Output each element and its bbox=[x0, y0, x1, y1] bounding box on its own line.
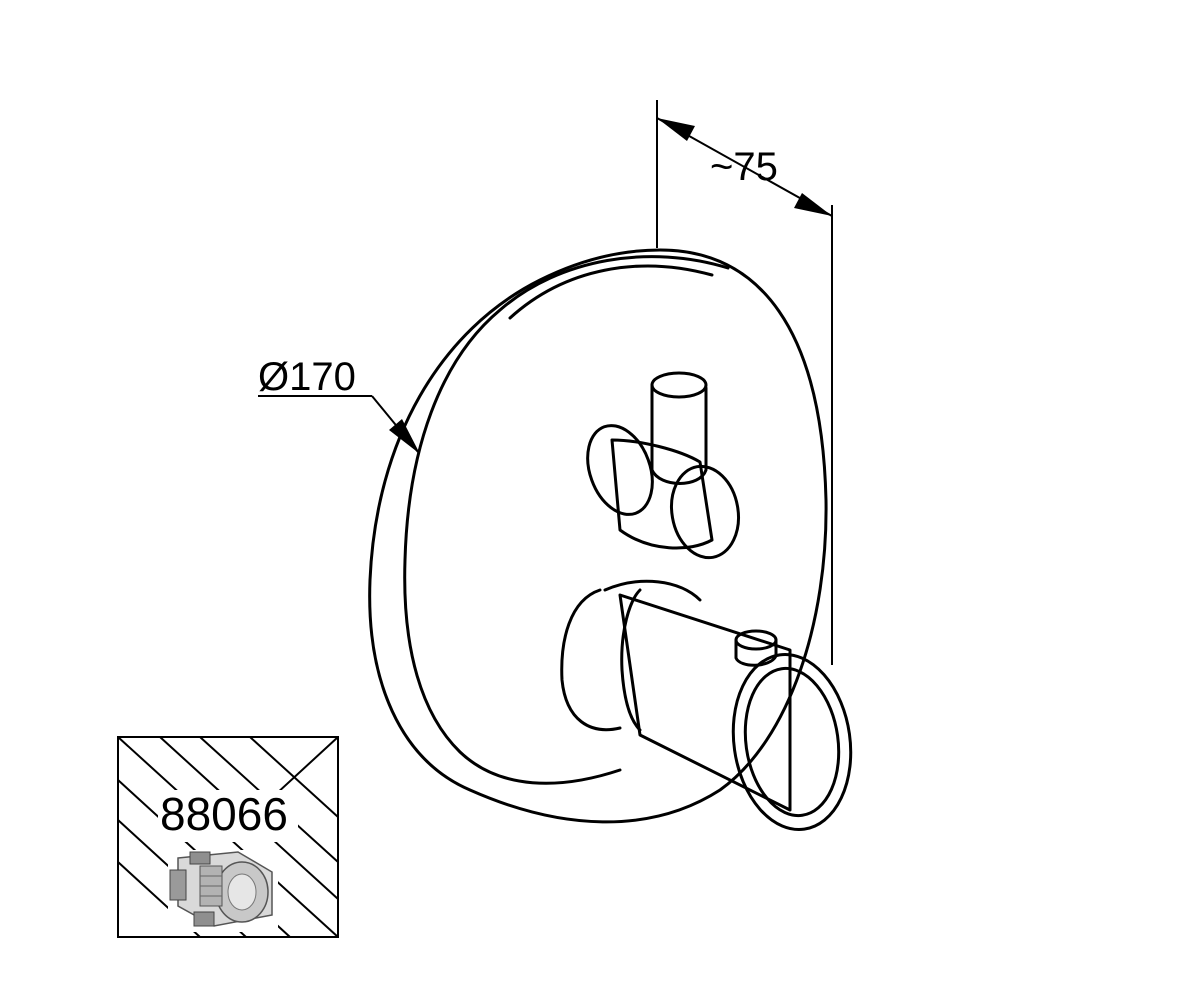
depth-dimension: ~75 bbox=[656, 100, 833, 665]
thermostat-body bbox=[618, 593, 792, 812]
thermostat-ring bbox=[620, 588, 642, 732]
diverter-lever-stem bbox=[650, 383, 708, 485]
part-number-label: 88066 bbox=[160, 788, 288, 840]
diverter-end-face bbox=[670, 464, 740, 560]
part-number-backing bbox=[158, 790, 298, 842]
safety-stop-button-side bbox=[734, 638, 778, 667]
thermostat-collar bbox=[560, 588, 622, 732]
inset-box: 88066 bbox=[117, 736, 339, 938]
depth-arrow-left bbox=[657, 118, 695, 141]
thermostat-collar-top bbox=[603, 579, 702, 602]
rough-in-valve-image bbox=[168, 850, 278, 932]
thermostat-end-outer bbox=[731, 652, 853, 832]
depth-arrow-right bbox=[794, 193, 832, 216]
thermostat-handle bbox=[560, 579, 853, 832]
diameter-label: Ø170 bbox=[258, 355, 356, 399]
plate-outer-edge bbox=[368, 248, 828, 824]
plate-rim-highlight bbox=[508, 264, 714, 320]
safety-stop-button bbox=[734, 629, 778, 651]
diverter-body bbox=[610, 438, 714, 550]
escutcheon-plate bbox=[368, 248, 828, 824]
inset-frame bbox=[117, 736, 339, 938]
plate-inner-rim bbox=[403, 255, 730, 785]
thermostat-end-inner bbox=[743, 666, 841, 818]
diameter-dimension: Ø170 bbox=[258, 355, 420, 454]
diverter-lever-top bbox=[650, 371, 708, 399]
depth-label: ~75 bbox=[710, 145, 778, 189]
diverter-handle bbox=[586, 371, 740, 560]
diverter-base-boss bbox=[586, 424, 654, 516]
diameter-arrow bbox=[389, 419, 420, 454]
